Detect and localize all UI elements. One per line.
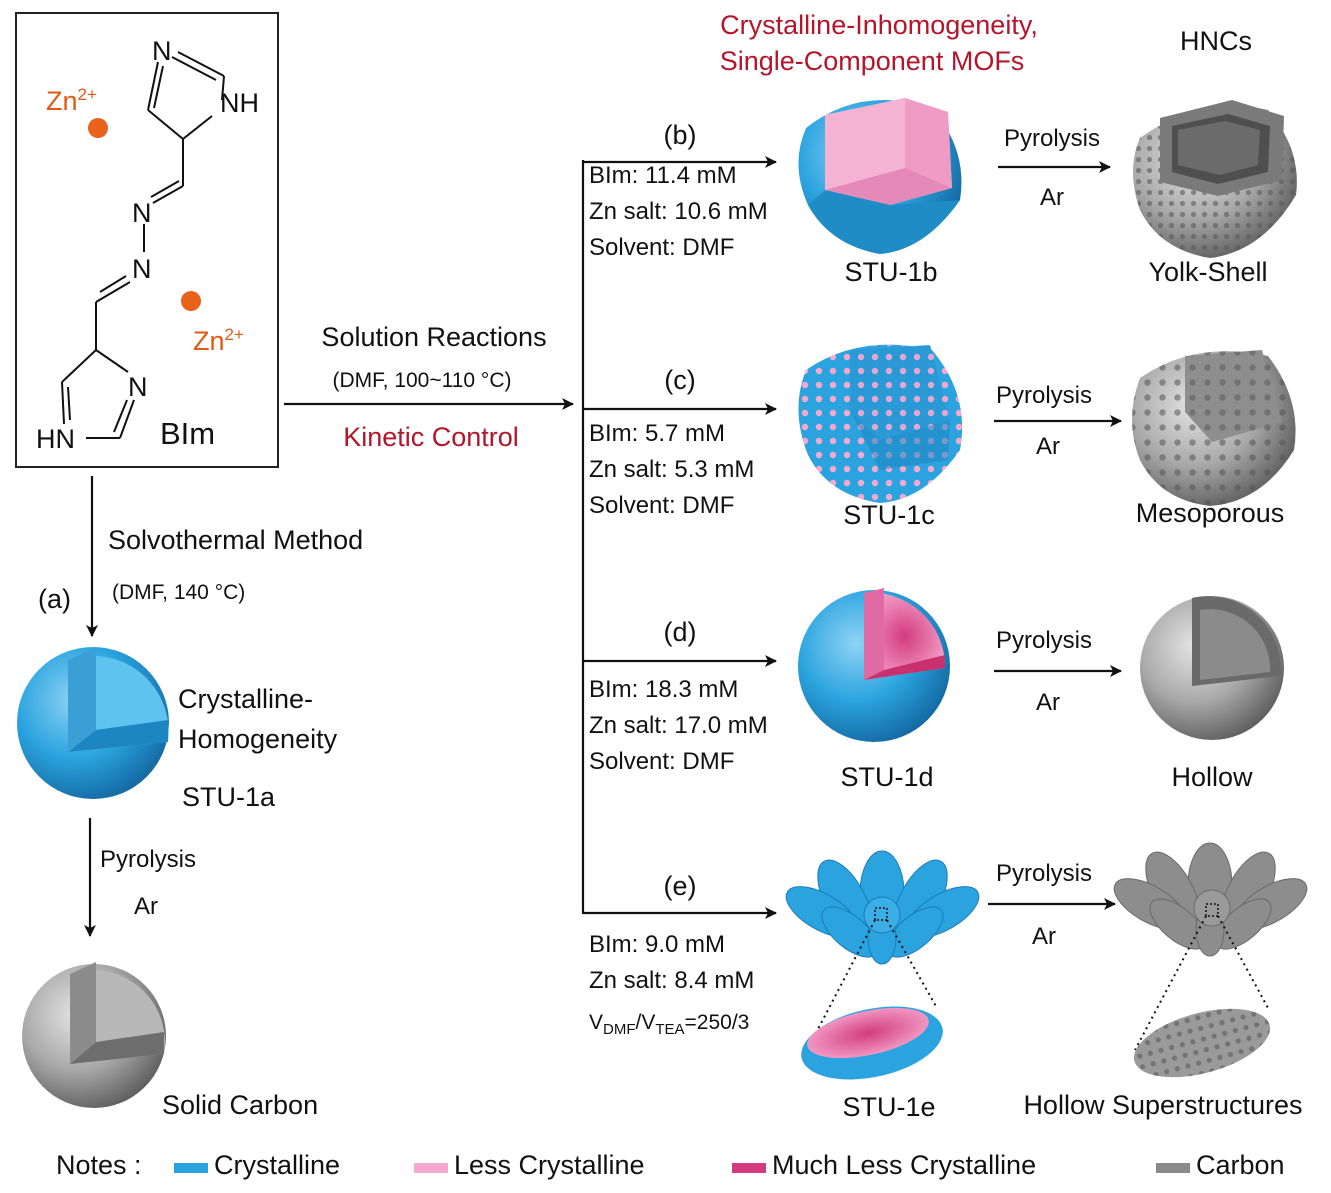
- top-imidazole-ring: [147, 51, 225, 140]
- pyrolysis-label-d: Pyrolysis: [995, 627, 1093, 654]
- conditions-e: BIm: 9.0 mM Zn salt: 8.4 mM: [589, 927, 754, 999]
- pyrolysis-label-b: Pyrolysis: [1003, 125, 1101, 152]
- condition-e-ratio: VDMF/VTEA=250/3: [589, 1011, 750, 1039]
- condition-e-2: Zn salt: 8.4 mM: [589, 967, 755, 994]
- stu-1c-name: STU-1c: [843, 500, 935, 530]
- atom-n-top: N: [152, 36, 172, 66]
- legend-label-less-crystalline: Less Crystalline: [454, 1150, 645, 1180]
- hydrazone-linker: [95, 139, 184, 350]
- legend-label-much-less-crystalline: Much Less Crystalline: [772, 1150, 1037, 1180]
- conditions-b: BIm: 11.4 mM Zn salt: 10.6 mM Solvent: D…: [589, 158, 768, 266]
- stu-1a-name: STU-1a: [182, 782, 276, 812]
- legend-swatch-crystalline: [174, 1163, 208, 1173]
- legend-label-carbon: Carbon: [1196, 1150, 1285, 1180]
- condition-c-2: Zn salt: 5.3 mM: [589, 456, 755, 483]
- pyrolysis-label-e: Pyrolysis: [995, 860, 1093, 887]
- legend-swatch-much-less-crystalline: [732, 1163, 766, 1173]
- zn-ion-label-1: Zn2+: [46, 85, 97, 116]
- zn-ion-label-2: Zn2+: [193, 325, 244, 356]
- stu-1d-name: STU-1d: [840, 762, 934, 792]
- carbon-zoom-box: [1205, 903, 1219, 917]
- conditions-d: BIm: 18.3 mM Zn salt: 17.0 mM Solvent: D…: [589, 672, 768, 780]
- stu-1a-sphere: [17, 647, 169, 799]
- atom-n-linker-2: N: [132, 254, 152, 284]
- solid-carbon-sphere: [22, 962, 166, 1108]
- condition-b-2: Zn salt: 10.6 mM: [589, 198, 768, 225]
- carbon-petal-shell: [1133, 1008, 1271, 1078]
- header-title-line1: Crystalline-Inhomogeneity,: [720, 10, 1038, 40]
- pyrolysis-gas-b: Ar: [1040, 184, 1064, 211]
- stu-1c-particle: [798, 344, 963, 503]
- pyrolysis-gas-a: Ar: [134, 893, 158, 920]
- legend-label-crystalline: Crystalline: [214, 1150, 341, 1180]
- pyrolysis-label-a: Pyrolysis: [100, 846, 197, 873]
- pyrolysis-gas-e: Ar: [1032, 923, 1056, 950]
- panel-label-d: (d): [663, 617, 697, 647]
- condition-d-3: Solvent: DMF: [589, 748, 735, 775]
- stu-1e-flower: [785, 850, 980, 965]
- pyrolysis-gas-c: Ar: [1036, 433, 1060, 460]
- condition-b-1: BIm: 11.4 mM: [589, 162, 737, 189]
- panel-label-c: (c): [664, 365, 696, 395]
- stu-1e-zoom-box: [874, 907, 888, 921]
- condition-e-1: BIm: 9.0 mM: [589, 931, 726, 958]
- stu-1b-particle: [798, 98, 962, 254]
- hollow-superstructure-carbon: [1113, 842, 1308, 957]
- reactant-box: [15, 12, 279, 468]
- solid-carbon-name: Solid Carbon: [162, 1090, 319, 1120]
- pyrolysis-label-c: Pyrolysis: [995, 382, 1093, 409]
- stu-1d-sphere: [798, 588, 950, 742]
- stu-1e-name: STU-1e: [842, 1092, 936, 1122]
- zn-ion-dot-1: [88, 118, 108, 138]
- condition-c-1: BIm: 5.7 mM: [589, 420, 726, 447]
- hollow-name: Hollow: [1171, 762, 1253, 792]
- carbon-zoom-line-left: [1134, 915, 1207, 1051]
- condition-b-3: Solvent: DMF: [589, 234, 735, 261]
- mesoporous-name: Mesoporous: [1135, 498, 1285, 528]
- mesoporous-carbon: [1132, 350, 1296, 506]
- kinetic-control-label: Kinetic Control: [343, 422, 519, 452]
- header-title-line2: Single-Component MOFs: [719, 46, 1025, 76]
- condition-d-1: BIm: 18.3 mM: [589, 676, 739, 703]
- legend-swatch-less-crystalline: [414, 1163, 448, 1173]
- reactant-name: BIm: [160, 416, 216, 451]
- stu-1b-name: STU-1b: [844, 257, 938, 287]
- hollow-carbon-sphere: [1140, 596, 1284, 740]
- legend-swatch-carbon: [1156, 1163, 1190, 1173]
- panel-label-a: (a): [38, 584, 71, 614]
- stu-1a-desc-line2: Homogeneity: [178, 724, 338, 754]
- solvothermal-conditions: (DMF, 140 °C): [112, 581, 246, 604]
- atom-n-bottom: N: [128, 372, 148, 402]
- hollow-superstructures-name: Hollow Superstructures: [1023, 1090, 1303, 1120]
- solvothermal-label: Solvothermal Method: [108, 525, 364, 555]
- atom-n-linker-1: N: [132, 198, 152, 228]
- atom-hn-bottom: HN: [36, 424, 75, 454]
- bottom-imidazole-ring: [61, 349, 135, 439]
- stu-1e-zoom-line-right: [886, 919, 938, 1009]
- stu-1e-petal-cut: [801, 1006, 943, 1080]
- stu-1a-desc-line1: Crystalline-: [178, 684, 314, 714]
- legend-title: Notes :: [56, 1150, 142, 1180]
- solution-route-conditions: (DMF, 100~110 °C): [332, 369, 512, 392]
- hncs-label: HNCs: [1180, 26, 1252, 56]
- stu-1e-zoom-line-left: [805, 919, 876, 1053]
- condition-c-3: Solvent: DMF: [589, 492, 735, 519]
- pyrolysis-gas-d: Ar: [1036, 689, 1060, 716]
- zn-ion-dot-2: [181, 291, 201, 311]
- atom-nh-top: NH: [220, 88, 259, 118]
- panel-label-b: (b): [663, 120, 697, 150]
- yolk-shell-name: Yolk-Shell: [1148, 257, 1268, 287]
- condition-d-2: Zn salt: 17.0 mM: [589, 712, 768, 739]
- solution-route-label: Solution Reactions: [321, 322, 547, 352]
- conditions-c: BIm: 5.7 mM Zn salt: 5.3 mM Solvent: DMF: [589, 416, 754, 524]
- panel-label-e: (e): [663, 871, 697, 901]
- yolk-shell-carbon: [1133, 100, 1297, 258]
